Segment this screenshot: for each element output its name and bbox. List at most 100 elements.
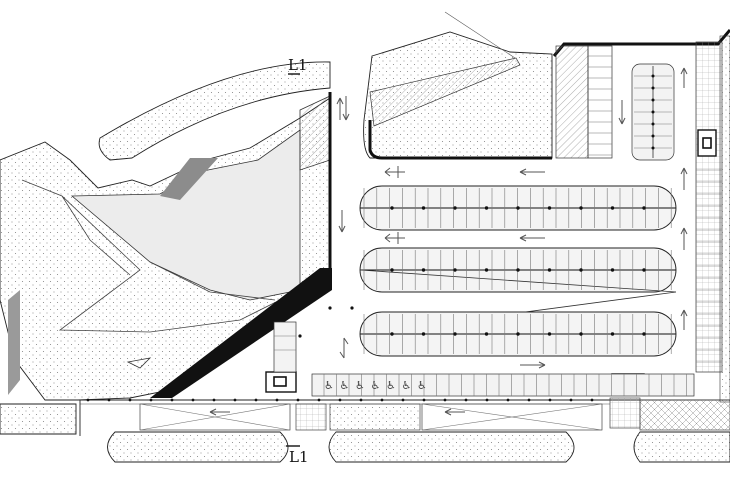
bollard-dot: [359, 398, 363, 402]
column-dot: [547, 332, 552, 336]
bollard-dot: [191, 398, 195, 402]
column-dot: [579, 332, 583, 336]
stall-bank-east-outer: [719, 35, 730, 403]
planter-south-west: [107, 431, 289, 463]
column-dot: [516, 206, 520, 210]
bollard-dot: [527, 398, 531, 402]
bollard-dot: [485, 398, 489, 402]
stall-bank-east: [695, 41, 723, 373]
wheelchair-icon: ♿: [386, 379, 396, 392]
planter-north-east: [363, 11, 553, 160]
turn-arrow-icon: [680, 167, 688, 190]
column-dot: [453, 268, 457, 272]
arrow-icon: [680, 309, 688, 330]
bollard-dot: [275, 398, 279, 402]
column-dot: [610, 206, 615, 210]
column-dot: [484, 268, 489, 272]
bollard-dot: [298, 334, 302, 338]
bollard-dot: [401, 398, 405, 402]
bollard-dot: [422, 398, 426, 402]
arrow-icon: [680, 67, 688, 88]
column-dot: [651, 134, 655, 138]
stall-bank-west-of-ramp: [273, 321, 297, 373]
arrow-icon: [342, 96, 350, 121]
building-black-ramp-wall: [150, 268, 332, 398]
arrow-icon: [519, 234, 545, 242]
column-dot: [547, 206, 552, 210]
arrow-icon: [338, 210, 346, 233]
column-dot: [651, 122, 655, 126]
column-dot: [642, 268, 646, 272]
traffic-arrows: [209, 67, 688, 416]
column-dot: [390, 268, 394, 272]
bollard-dot: [128, 398, 132, 402]
building-footprint: [0, 92, 332, 401]
wheelchair-icon: ♿: [355, 379, 365, 392]
bollard-dot: [86, 398, 90, 402]
column-dot: [421, 332, 426, 336]
column-dot: [390, 206, 394, 210]
building-gray-wall-west: [8, 290, 20, 395]
bollard-dot: [350, 306, 354, 310]
column-dot: [390, 332, 394, 336]
planter-north-curved: [98, 61, 331, 161]
column-dot: [651, 74, 655, 78]
bollard-dot: [317, 398, 321, 402]
parking-row-1: [359, 185, 677, 231]
wheelchair-icon: ♿: [340, 379, 350, 392]
bollard-dot: [328, 306, 332, 310]
bollard-dot: [212, 398, 216, 402]
column-dot: [421, 206, 426, 210]
column-dot: [421, 268, 426, 272]
column-dot: [651, 86, 655, 90]
wheelchair-icon: ♿: [324, 379, 334, 392]
section-mark-top-label: L1: [288, 56, 308, 74]
bollards: [86, 306, 594, 402]
planter-south-east: [633, 431, 730, 463]
column-dot: [547, 268, 552, 272]
bollard-dot: [443, 398, 447, 402]
column-dot: [651, 146, 655, 150]
parking-row-3: [359, 311, 677, 357]
planter-south-far-west: [0, 403, 77, 435]
building-internal-walkway: [21, 179, 281, 333]
arrow-icon: [209, 408, 230, 416]
lower-road: [79, 397, 730, 436]
column-dot: [651, 110, 655, 114]
column-dot: [610, 332, 615, 336]
column-dot: [453, 332, 457, 336]
column-dot: [516, 332, 520, 336]
column-dot: [484, 206, 489, 210]
arrow-icon: [444, 408, 465, 416]
building-hatched-core: [299, 95, 331, 171]
column-dot: [516, 268, 520, 272]
bollard-dot: [569, 398, 573, 402]
section-mark-bottom-label: L1: [289, 448, 309, 466]
arrow-icon: [519, 168, 545, 176]
bollard-dot: [590, 398, 594, 402]
stall-bank-south: ♿♿♿♿♿♿♿: [311, 373, 695, 397]
bollard-dot: [149, 398, 153, 402]
stair-core-south-west: [265, 371, 297, 393]
turn-arrow-icon: [384, 166, 405, 178]
planter-south-center: [328, 431, 575, 463]
parking-row-2: [359, 247, 677, 335]
bollard-dot: [506, 398, 510, 402]
column-dot: [651, 98, 655, 102]
wheelchair-icon: ♿: [402, 379, 412, 392]
section-mark-bottom: L1: [286, 445, 309, 466]
bollard-dot: [107, 398, 111, 402]
column-dot: [610, 268, 615, 272]
column-dot: [579, 206, 583, 210]
column-dot: [453, 206, 457, 210]
bollard-dot: [233, 398, 237, 402]
stair-core-north: [697, 129, 717, 157]
stall-bank-north-center: [631, 63, 675, 161]
bollard-dot: [338, 398, 342, 402]
bollard-dot: [380, 398, 384, 402]
bollard-dot: [170, 398, 174, 402]
arrow-icon: [520, 361, 546, 369]
building-gray-wall-north: [160, 158, 218, 200]
turn-arrow-icon: [384, 232, 405, 244]
